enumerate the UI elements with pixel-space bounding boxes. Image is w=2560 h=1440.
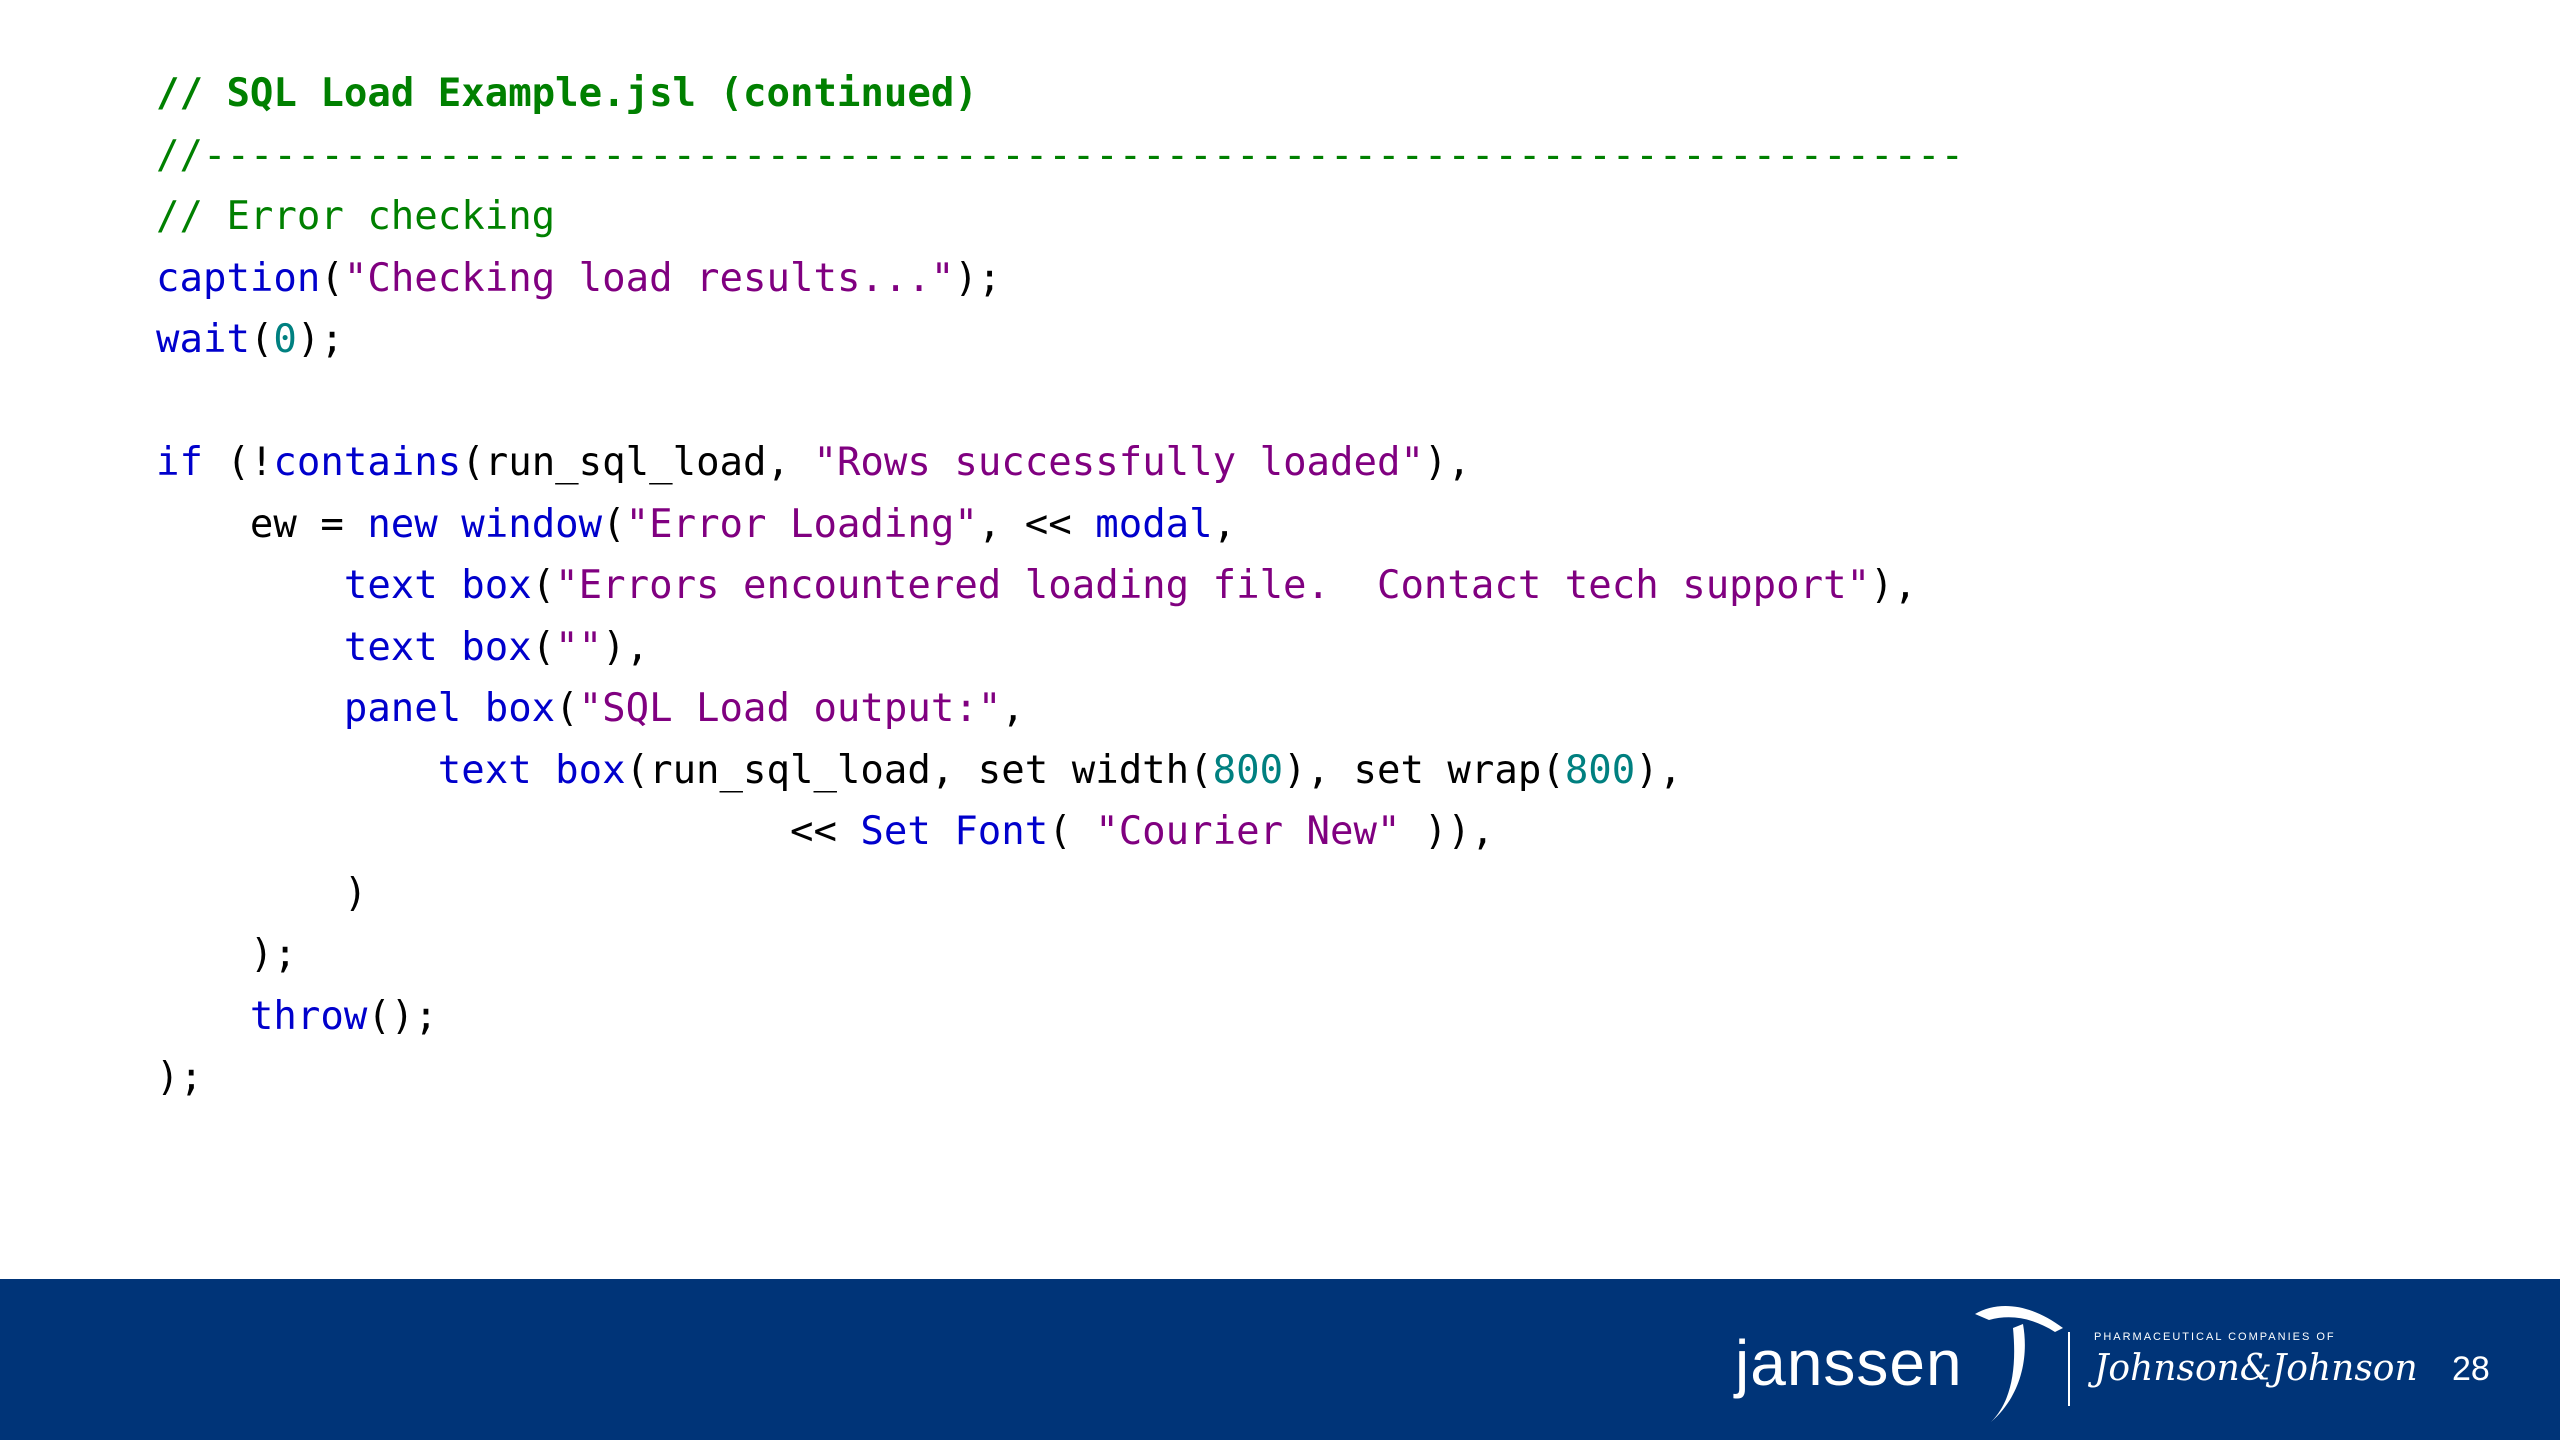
code-token: );	[156, 932, 297, 977]
code-token: ),	[1870, 563, 1918, 608]
code-block: // SQL Load Example.jsl (continued) //---…	[156, 63, 1964, 1109]
code-token: );	[954, 255, 1002, 301]
code-token: ),	[1635, 747, 1683, 793]
janssen-mark-icon	[1974, 1305, 2063, 1422]
code-token: )),	[1400, 809, 1495, 854]
code-line: );	[156, 1047, 1964, 1109]
code-token: panel box	[343, 686, 556, 731]
code-line: text box(run_sql_load, set width(800), s…	[156, 740, 1964, 802]
code-token: text box	[437, 747, 626, 793]
code-token: throw	[249, 993, 368, 1039]
code-token: (	[555, 686, 579, 731]
code-token: "Errors encountered loading file. Contac…	[555, 563, 1871, 608]
code-token: "Error Loading"	[625, 501, 978, 547]
code-token: ();	[367, 993, 438, 1039]
code-token: Set Font	[860, 809, 1049, 854]
code-token: , <<	[977, 501, 1096, 547]
code-token: ), set wrap(	[1283, 747, 1565, 793]
code-token: "SQL Load output:"	[578, 686, 1002, 731]
code-token: modal	[1095, 501, 1213, 547]
code-line: << Set Font( "Courier New" )),	[156, 801, 1964, 863]
code-token	[156, 686, 344, 731]
code-token: text box	[343, 563, 532, 608]
code-token	[156, 625, 344, 670]
code-token: caption	[156, 255, 321, 301]
code-line: //--------------------------------------…	[156, 125, 1964, 187]
code-line: panel box("SQL Load output:",	[156, 678, 1964, 740]
code-token	[156, 994, 250, 1039]
code-token: "Courier New"	[1095, 809, 1401, 854]
code-line: wait(0);	[156, 309, 1964, 371]
code-token: (	[531, 563, 556, 608]
code-token: (	[249, 317, 274, 362]
code-token: (	[602, 501, 626, 547]
code-line: text box(""),	[156, 617, 1964, 679]
page-number: 28	[2452, 1350, 2490, 1388]
code-token: text box	[343, 624, 532, 670]
logo-divider	[2068, 1332, 2070, 1406]
code-line: ew = new window("Error Loading", << moda…	[156, 494, 1964, 556]
code-token: 800	[1564, 747, 1636, 793]
code-token: contains	[273, 440, 462, 485]
code-token	[156, 563, 344, 608]
code-token: //--------------------------------------…	[156, 132, 1964, 178]
code-token: "Rows successfully loaded"	[813, 440, 1424, 485]
code-token: (!	[202, 440, 274, 485]
code-line: text box("Errors encountered loading fil…	[156, 555, 1964, 617]
janssen-wordmark: janssen	[1735, 1327, 1963, 1399]
code-token	[156, 748, 438, 793]
jnj-logo: PHARMACEUTICAL COMPANIES OF Johnson&John…	[2094, 1331, 2418, 1412]
code-line: // SQL Load Example.jsl (continued)	[156, 63, 1964, 125]
code-token: wait	[156, 317, 250, 362]
code-token: );	[296, 317, 344, 362]
code-token: new window	[367, 501, 603, 547]
code-token: ),	[1423, 440, 1471, 485]
code-line: caption("Checking load results...");	[156, 248, 1964, 310]
code-token: (	[320, 255, 344, 301]
code-token: (run_sql_load,	[461, 440, 814, 485]
code-token: // SQL Load Example.jsl (continued)	[156, 71, 978, 116]
code-line: // Error checking	[156, 186, 1964, 248]
code-token: 800	[1212, 747, 1284, 793]
code-token: ,	[1001, 686, 1025, 731]
code-token: ""	[555, 624, 603, 670]
code-line: throw();	[156, 986, 1964, 1048]
code-line: );	[156, 924, 1964, 986]
code-token: (run_sql_load, set width(	[625, 747, 1213, 793]
janssen-logo: janssen	[1735, 1298, 2069, 1428]
jnj-tagline: PHARMACEUTICAL COMPANIES OF	[2094, 1331, 2336, 1343]
code-token: )	[156, 870, 368, 916]
code-line: if (!contains(run_sql_load, "Rows succes…	[156, 432, 1964, 494]
code-token: ,	[1212, 501, 1237, 547]
code-token: (	[531, 624, 556, 670]
code-token: ew =	[156, 501, 368, 547]
code-token: <<	[156, 809, 861, 854]
code-token: 0	[273, 317, 297, 362]
code-token: (	[1048, 809, 1096, 854]
code-token: "Checking load results..."	[343, 255, 955, 301]
code-token: if	[156, 440, 203, 485]
code-token: ),	[602, 624, 650, 670]
code-line	[156, 371, 1964, 433]
code-token: // Error checking	[156, 194, 556, 239]
footer-bar	[0, 1279, 2560, 1440]
code-token: );	[156, 1055, 203, 1100]
code-line: )	[156, 863, 1964, 925]
jnj-wordmark: Johnson&Johnson	[2094, 1348, 2418, 1389]
